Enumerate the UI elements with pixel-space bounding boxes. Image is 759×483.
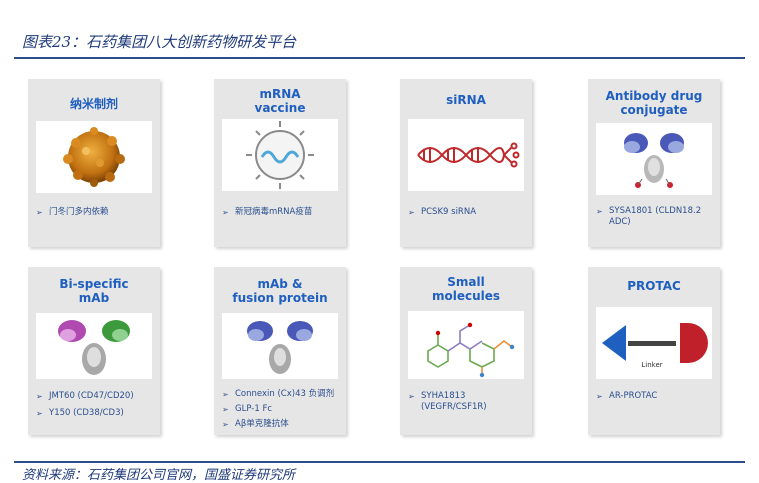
- mrna-image: [222, 119, 338, 191]
- bullet-list: ➢SYSA1801 (CLDN18.2 ADC): [596, 206, 718, 234]
- bullet-list: ➢JMT60 (CD47/CD20) ➢Y150 (CD38/CD3): [36, 391, 158, 425]
- bullet-list: ➢PCSK9 siRNA: [408, 207, 530, 224]
- bullet-list: ➢AR-PROTAC: [596, 391, 718, 408]
- card-title: mRNA vaccine: [254, 87, 306, 115]
- nanoparticle-icon: [63, 127, 125, 187]
- list-item: ➢新冠病毒mRNA疫苗: [222, 207, 313, 217]
- list-item: ➢门冬门多内依赖: [36, 207, 109, 217]
- platform-card-bispecific: Bi-specific mAb ➢JMT60 (CD47/CD20) ➢Y150…: [28, 267, 160, 435]
- list-item: ➢SYHA1813 (VEGFR/CSF1R): [408, 391, 487, 412]
- small-molecule-image: [408, 311, 524, 379]
- bispecific-antibody-icon: [58, 320, 130, 375]
- platform-card-nano: 纳米制剂: [28, 79, 160, 247]
- bottom-rule: [14, 461, 745, 463]
- card-title: Antibody drug conjugate: [605, 89, 703, 117]
- list-item: ➢JMT60 (CD47/CD20): [36, 391, 134, 401]
- list-item: ➢Y150 (CD38/CD3): [36, 408, 124, 418]
- list-item: ➢GLP-1 Fc: [222, 404, 273, 414]
- card-title: Bi-specific mAb: [59, 277, 129, 305]
- top-rule: [14, 57, 745, 59]
- card-title: PROTAC: [627, 279, 681, 293]
- list-item: ➢Connexin (Cx)43 负调剂: [222, 389, 335, 399]
- platform-card-protac: PROTAC Linker ➢AR-PROTAC: [588, 267, 720, 435]
- bullet-list: ➢新冠病毒mRNA疫苗: [222, 207, 344, 224]
- bispecific-image: [36, 313, 152, 379]
- linker-label: Linker: [641, 361, 662, 369]
- sirna-image: [408, 119, 524, 191]
- card-title: siRNA: [446, 93, 486, 107]
- molecule-structure-icon: [427, 322, 515, 378]
- protac-image: Linker: [596, 307, 712, 379]
- card-title: mAb & fusion protein: [232, 277, 328, 305]
- monoclonal-antibody-icon: [247, 321, 313, 374]
- list-item: ➢SYSA1801 (CLDN18.2 ADC): [596, 206, 702, 227]
- card-title: Small molecules: [431, 275, 501, 303]
- mab-image: [222, 313, 338, 379]
- figure-title: 图表23：石药集团八大创新药物研发平台: [22, 33, 297, 51]
- bullet-list: ➢门冬门多内依赖: [36, 207, 158, 224]
- platform-card-sirna: siRNA ➢PCSK9 siRNA: [400, 79, 532, 247]
- list-item: ➢PCSK9 siRNA: [408, 207, 477, 217]
- list-item: ➢Aβ单克隆抗体: [222, 419, 289, 429]
- adc-image: [596, 123, 712, 195]
- platform-card-mrna: mRNA vaccine ➢新冠病毒mRNA疫苗: [214, 79, 346, 247]
- list-item: ➢AR-PROTAC: [596, 391, 658, 401]
- antibody-drug-conjugate-icon: [624, 133, 684, 188]
- platform-card-mab: mAb & fusion protein ➢Connexin (Cx)43 负调…: [214, 267, 346, 435]
- nanoparticle-image: [36, 121, 152, 193]
- bullet-list: ➢Connexin (Cx)43 负调剂 ➢GLP-1 Fc ➢Aβ单克隆抗体: [222, 389, 344, 434]
- protac-linker-icon: Linker: [602, 323, 708, 369]
- platform-card-adc: Antibody drug conjugate ➢SYSA1801 (CLDN1…: [588, 79, 720, 247]
- card-title: 纳米制剂: [69, 97, 118, 111]
- mrna-vaccine-icon: [246, 121, 314, 189]
- bullet-list: ➢SYHA1813 (VEGFR/CSF1R): [408, 391, 530, 419]
- source-note: 资料来源：石药集团公司官网，国盛证券研究所: [22, 468, 296, 483]
- platform-card-small-molecules: Small molecules ➢SYHA1813 (VEGFR/CSF1R): [400, 267, 532, 435]
- sirna-helix-icon: [417, 142, 520, 168]
